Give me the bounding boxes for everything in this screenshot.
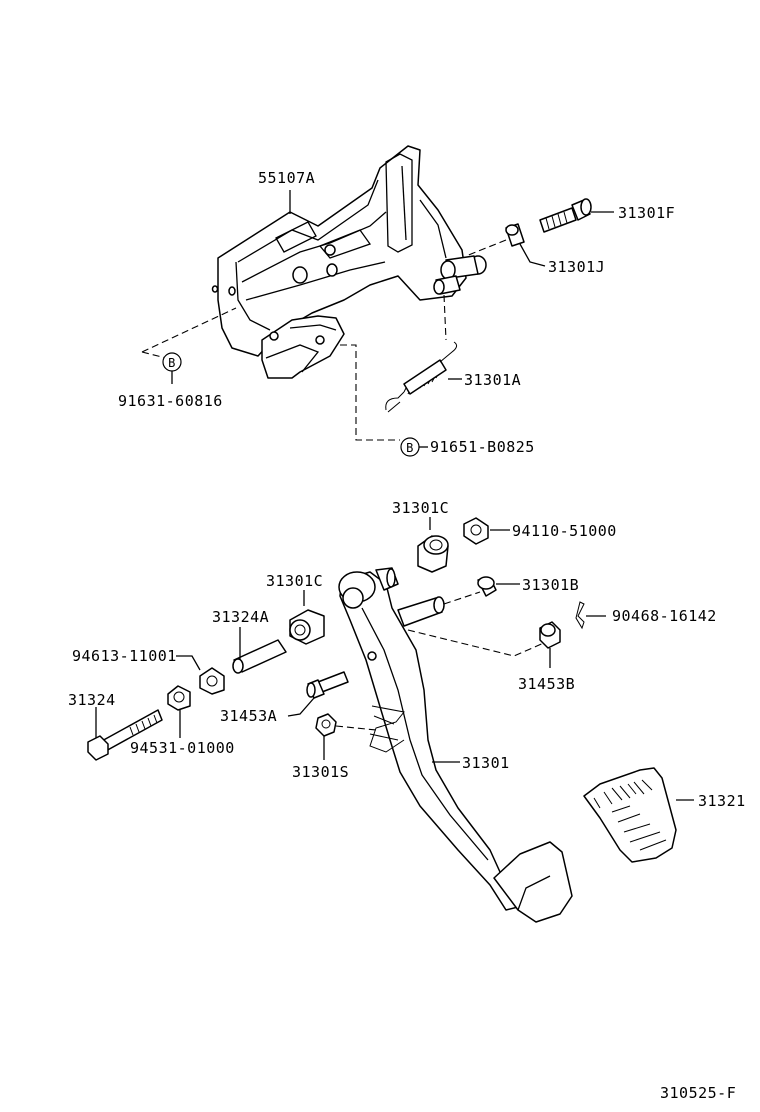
pedal-pad-31321	[583, 767, 694, 863]
washer-94531-01000	[167, 685, 191, 738]
label-31301C-top: 31301C	[392, 499, 449, 517]
label-31301S: 31301S	[292, 763, 349, 781]
label-94531-01000: 94531-01000	[130, 739, 235, 757]
label-31324: 31324	[68, 691, 116, 709]
bushing-31301C-left	[289, 590, 325, 645]
spring-31301A	[385, 294, 462, 413]
label-31453B: 31453B	[518, 675, 575, 693]
part-labels: 55107A 31301F 31301J 31301A 91631-60816 …	[68, 169, 746, 1102]
bushing-31301C-top	[417, 517, 449, 573]
label-31321: 31321	[698, 792, 746, 810]
svg-text:B: B	[168, 356, 176, 370]
label-31301: 31301	[462, 754, 510, 772]
label-31301A: 31301A	[464, 371, 521, 389]
clip-90468-16142	[575, 601, 606, 630]
diagram-code: 310525-F	[660, 1084, 736, 1102]
nut-31301J	[465, 223, 546, 267]
pedal-dashed-leaders	[335, 591, 547, 731]
label-31301C-left: 31301C	[266, 572, 323, 590]
label-31453A: 31453A	[220, 707, 277, 725]
label-31324A: 31324A	[212, 608, 269, 626]
clip-31301S	[315, 713, 337, 760]
nut-94110-51000	[463, 517, 510, 545]
label-31301F: 31301F	[618, 204, 675, 222]
label-94110-51000: 94110-51000	[512, 522, 617, 540]
label-94613-11001: 94613-11001	[72, 647, 177, 665]
label-55107A: 55107A	[258, 169, 315, 187]
bushing-31453B	[539, 621, 561, 668]
label-90468-16142: 90468-16142	[612, 607, 717, 625]
label-91651-B0825: 91651-B0825	[430, 438, 535, 456]
label-91631-60816: 91631-60816	[118, 392, 223, 410]
circle-b-marker-1: B	[162, 352, 182, 384]
bolt-31301F	[539, 198, 614, 233]
pedal-bracket	[211, 145, 487, 379]
washer-94613-11001	[176, 655, 225, 695]
pin-31453A	[287, 671, 349, 717]
collar-31324A	[232, 627, 287, 674]
brake-pedal-arm	[338, 567, 573, 923]
upper-dashed-leaders	[141, 307, 400, 441]
clip-31301B	[477, 576, 520, 597]
bolt-31324	[87, 707, 163, 761]
circle-b-marker-2: B	[400, 437, 428, 457]
svg-text:B: B	[406, 441, 414, 455]
label-31301J: 31301J	[548, 258, 605, 276]
label-31301B: 31301B	[522, 576, 579, 594]
